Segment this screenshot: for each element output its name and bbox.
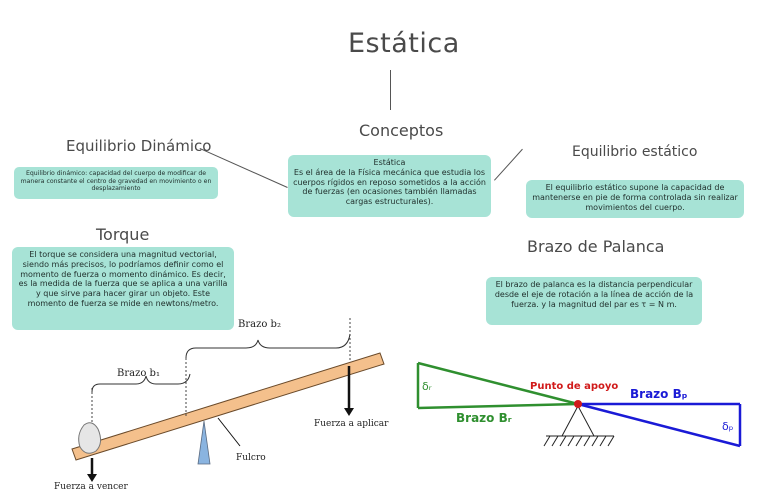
- conceptos-box: Estática Es el área de la Física mecánic…: [288, 155, 491, 217]
- equilibrio-estatico-text: El equilibrio estático supone la capacid…: [532, 183, 738, 212]
- label-delta-r: δᵣ: [422, 380, 432, 393]
- lever-plank: [71, 352, 385, 461]
- label-punto-apoyo: Punto de apoyo: [530, 381, 618, 392]
- title-connector: [390, 70, 391, 110]
- torque-title: Torque: [96, 225, 150, 244]
- conceptos-box-text: Es el área de la Física mecánica que est…: [293, 167, 486, 206]
- brazo-palanca-box: El brazo de palanca es la distancia perp…: [486, 277, 702, 325]
- equilibrio-estatico-title: Equilibrio estático: [572, 144, 698, 160]
- seesaw-figure: Punto de apoyo Brazo Bₚ Brazo Bᵣ δᵣ δₚ: [416, 361, 742, 448]
- label-fulcro: Fulcro: [236, 453, 266, 463]
- brazo-palanca-text: El brazo de palanca es la distancia perp…: [494, 280, 694, 309]
- equilibrio-dinamico-title: Equilibrio Dinámico: [66, 137, 212, 155]
- label-brazo-bp: Brazo Bₚ: [630, 387, 688, 401]
- label-brazo-b1: Brazo b₁: [117, 368, 160, 379]
- rock-shape: [78, 422, 102, 454]
- label-fuerza-aplicar: Fuerza a aplicar: [314, 419, 389, 429]
- arrow-aplicar: [344, 408, 354, 416]
- label-fuerza-vencer: Fuerza a vencer: [54, 482, 128, 492]
- arrow-vencer: [87, 474, 97, 482]
- fulcrum-wedge: [197, 420, 211, 465]
- conceptos-box-heading: Estática: [373, 158, 406, 167]
- torque-text: El torque se considera una magnitud vect…: [18, 250, 228, 308]
- main-title: Estática: [348, 28, 460, 59]
- equilibrio-dinamico-box: Equilibrio dinámico: capacidad del cuerp…: [14, 167, 218, 199]
- conceptos-title: Conceptos: [359, 121, 444, 140]
- pivot-point: [574, 400, 582, 408]
- label-brazo-b2: Brazo b₂: [238, 319, 281, 330]
- torque-box: El torque se considera una magnitud vect…: [12, 247, 234, 330]
- equilibrio-dinamico-text: Equilibrio dinámico: capacidad del cuerp…: [20, 170, 212, 193]
- brazo-palanca-title: Brazo de Palanca: [527, 237, 665, 256]
- brace-b2: [185, 333, 351, 359]
- lever-figure: Brazo b₁ Brazo b₂ Fuerza a aplicar Fuerz…: [54, 318, 389, 492]
- equilibrio-estatico-box: El equilibrio estático supone la capacid…: [526, 180, 744, 218]
- connector-right: [494, 148, 523, 181]
- label-delta-p: δₚ: [722, 420, 734, 433]
- pivot-support: [561, 404, 595, 437]
- brace-b1: [91, 373, 191, 393]
- label-brazo-br: Brazo Bᵣ: [456, 411, 512, 425]
